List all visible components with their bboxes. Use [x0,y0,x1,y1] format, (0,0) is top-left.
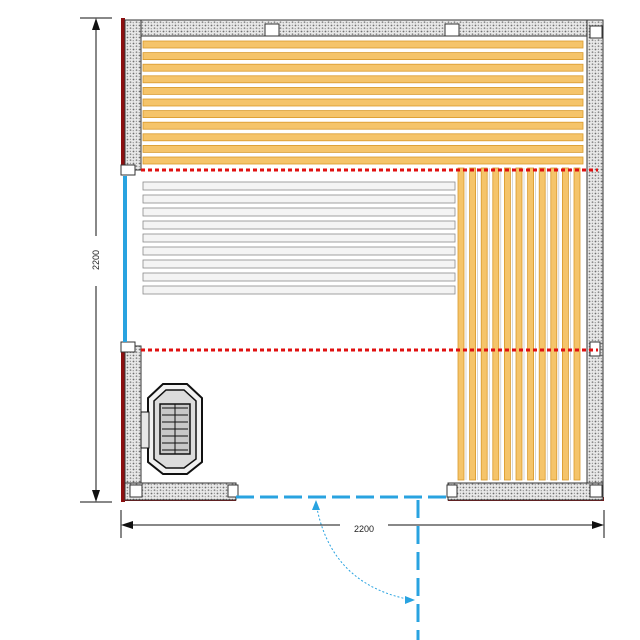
swing-arrow-icon [312,500,320,510]
bench-slat [142,40,584,49]
bottom-wall-right [447,482,604,501]
width-dimension: 2200 [120,510,605,538]
wall-connector [227,484,239,498]
bench-slat [457,167,465,481]
bench-slat [142,52,584,60]
wall-connector [444,23,460,37]
arrow-up-icon [92,18,100,30]
wall-connector [446,484,458,498]
glass-door[interactable] [236,495,448,640]
bench-slat [492,167,500,481]
swing-arrow-icon [405,596,415,604]
bench-slat [515,167,523,481]
walls [120,19,604,501]
right-wall [586,19,604,501]
bench-slat [142,121,584,130]
wall-connector [120,164,136,176]
bench-slat [469,167,477,481]
bench-slat [142,259,456,269]
bench-slat [142,246,456,256]
upper-bench [142,40,584,165]
width-label: 2200 [354,524,374,534]
arrow-down-icon [92,490,100,502]
bench-slat [142,110,584,118]
bench-slat [480,167,488,481]
bench-slat [142,63,584,72]
bench-slat [142,98,584,107]
bench-slat [527,167,534,481]
bench-slat [142,133,584,142]
bench-slat [142,181,456,191]
glass-wall-left [123,176,127,342]
left-wall-upper [124,19,142,171]
arrow-left-icon [121,521,133,529]
wall-connector [120,341,136,353]
wall-connector [129,484,143,498]
middle-bench [142,181,456,295]
bench-slat [142,285,456,295]
left-wall-lower [124,345,142,501]
bench-slat [142,272,456,282]
right-bench [457,167,581,481]
door-swing-arc [315,502,413,601]
bench-slat [142,87,584,95]
bench-slat [562,167,569,481]
bench-slat [142,75,584,84]
bench-slat [550,167,558,481]
bench-slat [142,220,456,230]
bench-slat [503,167,511,481]
bench-slat [142,156,584,165]
arrow-right-icon [592,521,604,529]
top-wall [124,19,604,37]
bench-slat [142,194,456,204]
height-label: 2200 [91,250,101,270]
bench-slat [142,207,456,217]
wall-connector [589,484,603,498]
bench-slat [142,233,456,243]
bench-slat [573,167,581,481]
wall-connector [589,25,603,39]
bench-slat [538,167,546,481]
sauna-heater-icon [140,383,203,475]
height-dimension: 2200 [80,17,112,503]
wall-connector [264,23,280,37]
bench-slat [142,144,584,153]
